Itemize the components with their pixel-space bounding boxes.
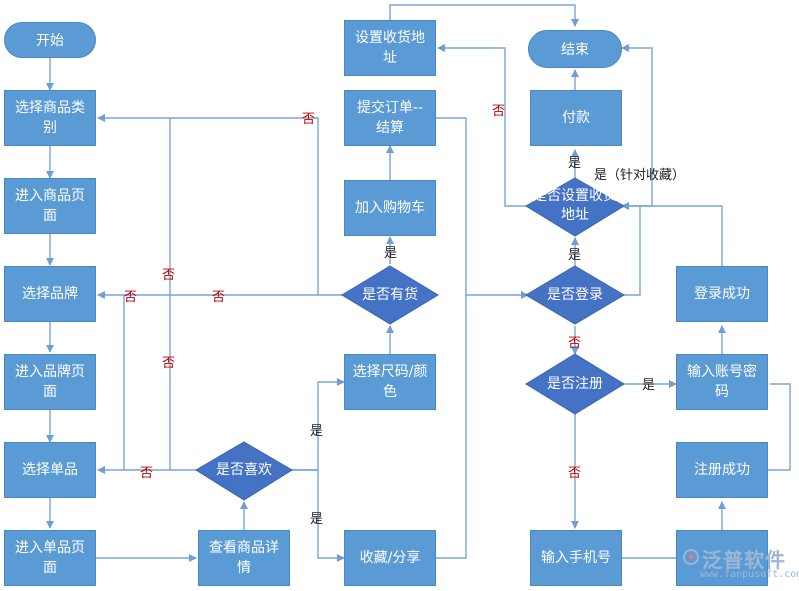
label-no-brand-left: 否 — [124, 290, 138, 305]
edge-address-end — [389, 4, 579, 28]
label-yes-pay: 是 — [568, 156, 582, 171]
start-terminal: 开始 — [4, 22, 96, 58]
node-enter-product-page: 进入商品页面 — [4, 178, 96, 234]
watermark-name: 泛普软件 — [702, 548, 786, 572]
node-pay: 付款 — [530, 90, 622, 146]
decision-login-label: 是否登录 — [547, 286, 603, 303]
label-yes-register: 是 — [642, 378, 656, 393]
label-no-login: 否 — [568, 336, 582, 351]
node-set-address: 设置收货地址 — [344, 20, 436, 76]
node-choose-category: 选择商品类别 — [4, 90, 96, 146]
watermark: 泛普软件 www.fanpusoft.com — [682, 544, 799, 584]
label-yes-login: 是 — [568, 248, 582, 263]
watermark-logo-icon — [683, 549, 699, 565]
node-favorite-share: 收藏/分享 — [344, 530, 436, 586]
node-enter-brand-page: 进入品牌页面 — [4, 354, 96, 410]
node-view-details: 查看商品详情 — [198, 530, 290, 586]
node-choose-brand: 选择品牌 — [4, 266, 96, 322]
label-no-left-upper: 否 — [162, 268, 176, 283]
node-add-to-cart: 加入购物车 — [344, 180, 436, 236]
label-no-like-item: 否 — [140, 466, 154, 481]
diamond-in-stock — [341, 265, 439, 325]
label-yes-size: 是 — [310, 424, 324, 439]
edge-like-yes-fav — [290, 469, 345, 562]
edge-loginsuccess-addr — [621, 202, 723, 266]
label-no-address: 否 — [492, 104, 506, 119]
node-input-phone: 输入手机号 — [530, 530, 622, 586]
node-input-account: 输入账号密码 — [676, 354, 768, 410]
decision-like-label: 是否喜欢 — [216, 461, 272, 478]
end-terminal: 结束 — [528, 30, 622, 68]
decision-in-stock-label: 是否有货 — [362, 286, 418, 303]
node-choose-item: 选择单品 — [4, 442, 96, 498]
edge-regsuccess-account — [768, 383, 791, 471]
edge-fav-login — [436, 295, 467, 559]
diamond-like — [195, 441, 293, 501]
edge-login-right — [622, 206, 641, 296]
node-register-success: 注册成功 — [676, 442, 768, 498]
label-yes-stock: 是 — [384, 246, 398, 261]
diamond-address — [525, 177, 625, 237]
diamond-register — [525, 353, 625, 415]
node-login-success: 登录成功 — [676, 266, 768, 322]
label-no-left-lower: 否 — [162, 356, 176, 371]
label-no-stock-category: 否 — [302, 112, 316, 127]
diamond-login — [525, 265, 625, 325]
decision-address-label: 是否设置收货地址 — [533, 188, 617, 223]
decision-register-label: 是否注册 — [547, 375, 603, 392]
label-yes-fav: 是 — [310, 512, 324, 527]
label-no-register: 否 — [568, 466, 582, 481]
edge-addr-no-set — [437, 44, 530, 207]
label-no-brand-mid: 否 — [212, 290, 226, 305]
edge-submit-login — [436, 117, 529, 299]
label-yes-favorites: 是（针对收藏） — [594, 168, 686, 183]
node-choose-size-color: 选择尺码/颜色 — [344, 354, 436, 410]
watermark-url: www.fanpusoft.com — [700, 569, 799, 580]
node-enter-item-page: 进入单品页面 — [4, 530, 96, 586]
edge-stock-no-category — [97, 114, 319, 295]
node-submit-order: 提交订单--结算 — [344, 90, 436, 146]
